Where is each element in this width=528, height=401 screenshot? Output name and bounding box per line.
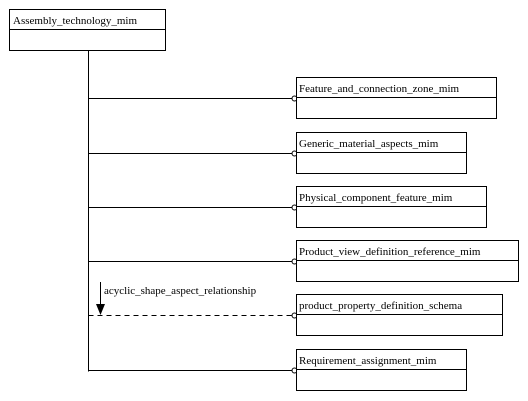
target-schema-feature-and-connection-zone: Feature_and_connection_zone_mim <box>88 77 497 119</box>
target-schema-product-property-definition: product_property_definition_schema <box>88 294 503 336</box>
relationship-annotation: acyclic_shape_aspect_relationship <box>96 282 257 315</box>
target-schema-label: Generic_material_aspects_mim <box>299 138 439 150</box>
target-schema-label: product_property_definition_schema <box>299 300 462 312</box>
target-schema-product-view-definition-reference: Product_view_definition_reference_mim <box>88 240 519 282</box>
annotation-arrow-head <box>96 304 105 315</box>
relationship-name-label: acyclic_shape_aspect_relationship <box>104 285 257 297</box>
source-schema-label: Assembly_technology_mim <box>13 15 137 27</box>
target-schema-physical-component-feature: Physical_component_feature_mim <box>88 186 487 228</box>
target-schema-label: Product_view_definition_reference_mim <box>299 246 481 258</box>
target-schema-label: Feature_and_connection_zone_mim <box>299 83 460 95</box>
target-schema-generic-material-aspects: Generic_material_aspects_mim <box>88 132 467 174</box>
target-schema-label: Requirement_assignment_mim <box>299 355 437 367</box>
target-schema-requirement-assignment: Requirement_assignment_mim <box>88 349 467 391</box>
target-schema-label: Physical_component_feature_mim <box>299 192 453 204</box>
source-schema-box: Assembly_technology_mim <box>9 9 166 51</box>
